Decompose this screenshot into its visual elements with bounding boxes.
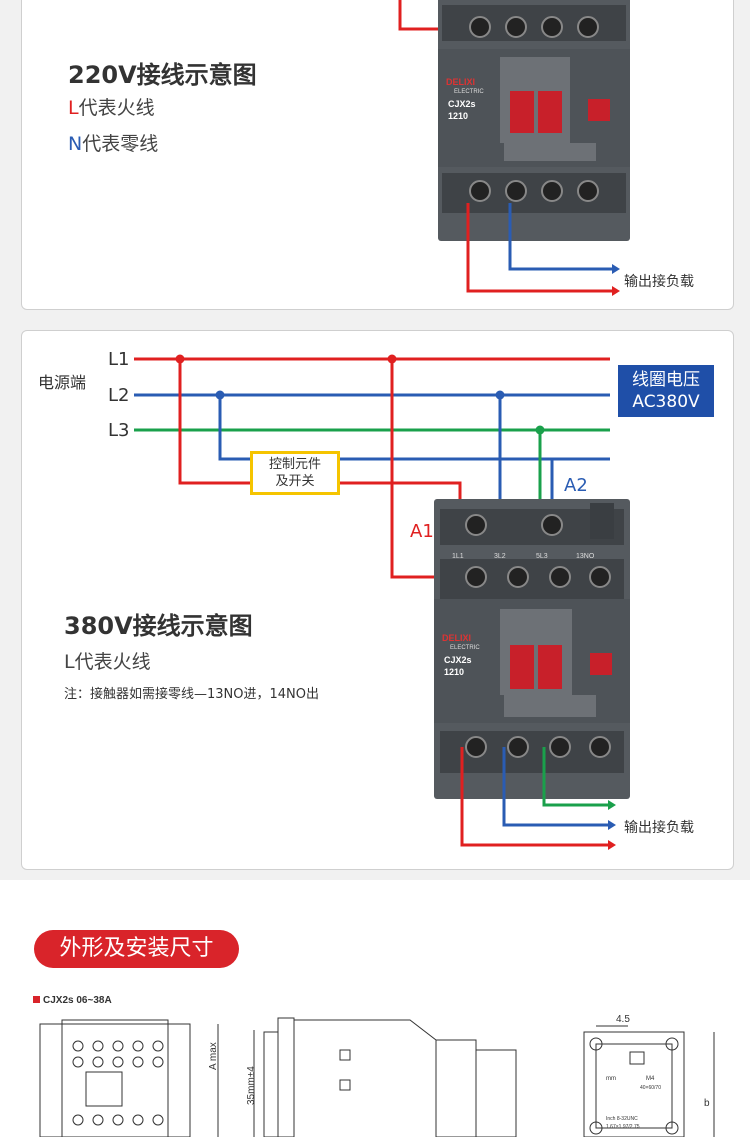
- dim-rail: 35mm±4: [246, 1066, 257, 1105]
- section-banner: 外形及安装尺寸: [34, 930, 239, 968]
- neutral-wire-out: [508, 203, 612, 271]
- code-label: 1210: [444, 667, 465, 677]
- red-square-icon: [33, 996, 40, 1003]
- dim-unit-mm: mm: [606, 1076, 616, 1082]
- power-source-label: 电源端: [38, 373, 87, 392]
- model-label: CJX2s: [444, 655, 472, 665]
- l1-label: L1: [108, 349, 130, 370]
- a2-label: A2: [564, 475, 588, 496]
- legend-neutral: N代表零线: [68, 129, 158, 156]
- legend-neutral-text: 代表零线: [82, 133, 159, 155]
- l2-label: L2: [108, 385, 130, 406]
- coil-voltage-title: 线圈电压: [632, 370, 700, 390]
- dim-inch: Inch 8-32UNC: [606, 1116, 638, 1122]
- contactor-380v: [434, 499, 630, 799]
- dim-b: b: [704, 1098, 710, 1109]
- model-range-text: CJX2s 06~38A: [43, 995, 112, 1006]
- mount-view-drawing: [583, 1025, 715, 1137]
- panel-title: 380V接线示意图: [64, 612, 253, 640]
- terminal-label-3l2: 3L2: [494, 553, 506, 560]
- wiring-220v-diagram: [398, 0, 630, 296]
- legend-live-letter: L: [68, 97, 79, 119]
- l3-label: L3: [108, 420, 130, 441]
- coil-voltage-box: 线圈电压 AC380V: [618, 365, 714, 417]
- model-label: CJX2s: [448, 99, 476, 109]
- contactor-220v: [438, 0, 630, 241]
- brand-sub-label: ELECTRIC: [454, 89, 484, 95]
- control-line1: 控制元件: [268, 457, 321, 472]
- brand-label: DELIXI: [442, 633, 472, 643]
- output-load-label: 输出接负载: [624, 820, 694, 836]
- dim-4060: 40×60/70: [640, 1085, 661, 1091]
- control-line2: 及开关: [275, 474, 315, 489]
- wiring-380v-panel: 电源端 L1 L2 L3 线圈电压 AC380V 控制元件 及开关 A1 A2 …: [21, 330, 734, 870]
- terminal-label-1l1: 1L1: [452, 553, 464, 560]
- front-view-drawing: [39, 1019, 219, 1137]
- legend-live: L代表火线: [64, 651, 151, 673]
- panel-title: 220V接线示意图: [68, 61, 257, 89]
- dim-4-5: 4.5: [616, 1014, 630, 1025]
- coil-voltage-value: AC380V: [632, 392, 700, 412]
- legend-live: L代表火线: [68, 93, 155, 120]
- terminal-label-5l3: 5L3: [536, 553, 548, 560]
- dimension-drawings: [39, 1017, 715, 1137]
- brand-sub-label: ELECTRIC: [450, 645, 480, 651]
- control-switch-box: 控制元件 及开关: [250, 451, 340, 495]
- dim-inch2: 1.67×1.97/2.75: [606, 1124, 640, 1130]
- live-wire-out: [466, 203, 612, 293]
- dim-a-max: A max: [208, 1042, 219, 1070]
- code-label: 1210: [448, 111, 469, 121]
- output-load-label: 输出接负载: [624, 274, 694, 290]
- dim-m4: M4: [646, 1076, 655, 1082]
- wiring-220v-panel: 220V接线示意图 L代表火线 N代表零线 输出接负载 DELIXI ELECT…: [21, 0, 734, 310]
- dimensions-section: [0, 880, 750, 1137]
- wiring-380v-diagram: [134, 354, 630, 850]
- brand-label: DELIXI: [446, 77, 476, 87]
- side-view-drawing: [253, 1017, 517, 1137]
- legend-neutral-letter: N: [68, 133, 83, 155]
- model-range-tag: CJX2s 06~38A: [33, 995, 112, 1006]
- wiring-note: 注：接触器如需接零线—13NO进，14NO出: [64, 687, 319, 702]
- legend-live-text: 代表火线: [78, 97, 155, 119]
- terminal-label-13no: 13NO: [576, 553, 595, 560]
- a1-label: A1: [410, 521, 434, 542]
